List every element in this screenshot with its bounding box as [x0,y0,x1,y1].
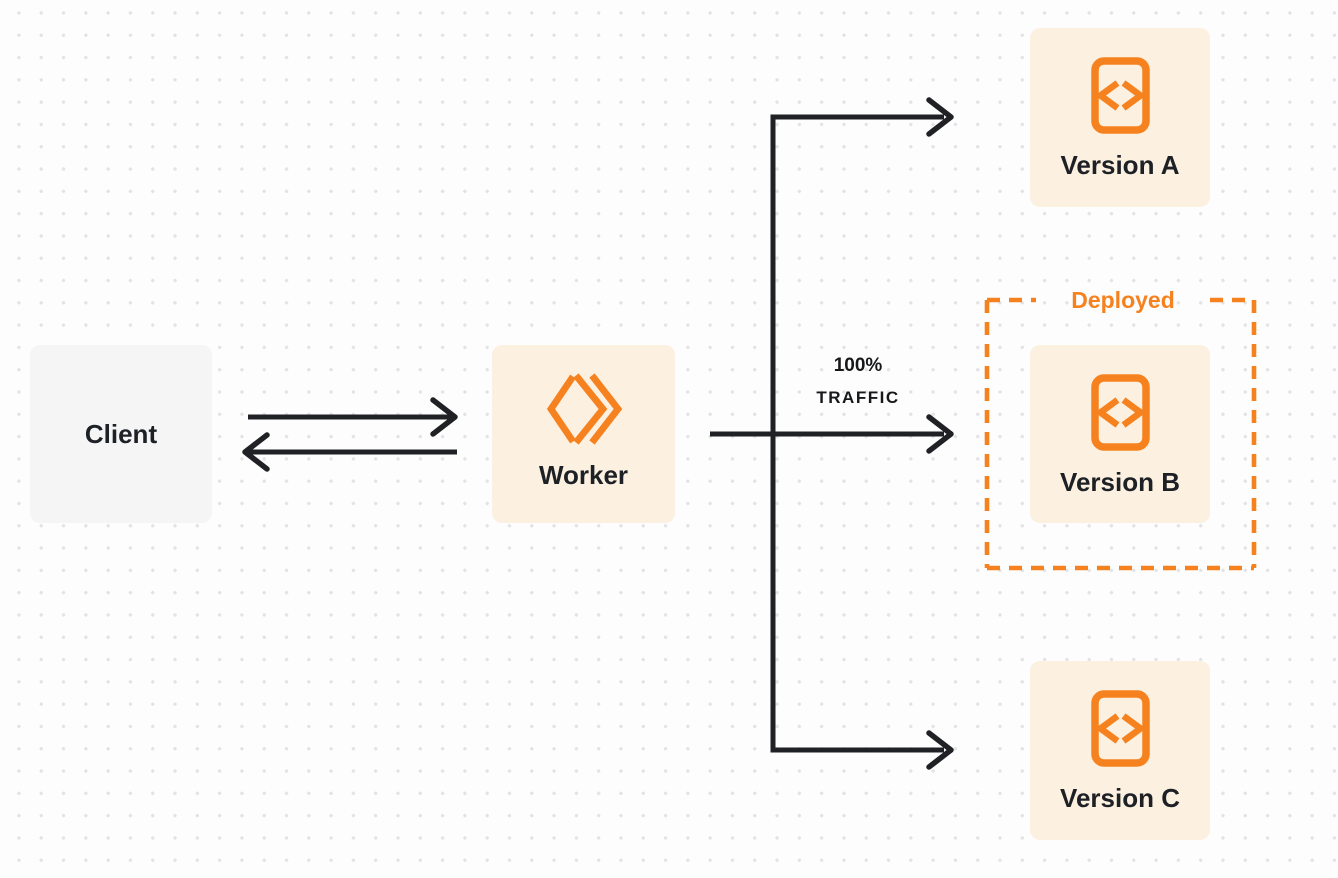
arrowhead-right-icon [430,397,458,437]
node-version-c: Version C [1030,661,1210,840]
node-version-a: Version A [1030,28,1210,207]
code-file-icon [1090,690,1150,767]
deployed-dashed-box [984,297,1257,571]
client-label: Client [84,419,158,449]
node-worker: Worker [492,345,675,523]
node-client: Client [30,345,212,523]
workers-logo-icon [546,373,622,445]
arrowhead-version-b-icon [926,414,954,454]
deployed-annotation: Deployed [1071,287,1175,313]
worker-label: Worker [538,460,629,490]
arrowhead-version-c-icon [926,730,954,770]
traffic-word-text: TRAFFIC [816,388,900,407]
code-file-icon [1090,374,1150,451]
code-file-icon [1090,57,1150,134]
traffic-percent-text: 100% [833,355,883,376]
version-a-label: Version A [1060,150,1180,180]
arrowhead-left-icon [242,432,270,472]
version-c-label: Version C [1060,783,1180,813]
node-version-b: Version B [1030,345,1210,523]
traffic-annotation: 100% TRAFFIC [798,350,918,414]
version-b-label: Version B [1060,467,1180,497]
arrowhead-version-a-icon [926,97,954,137]
